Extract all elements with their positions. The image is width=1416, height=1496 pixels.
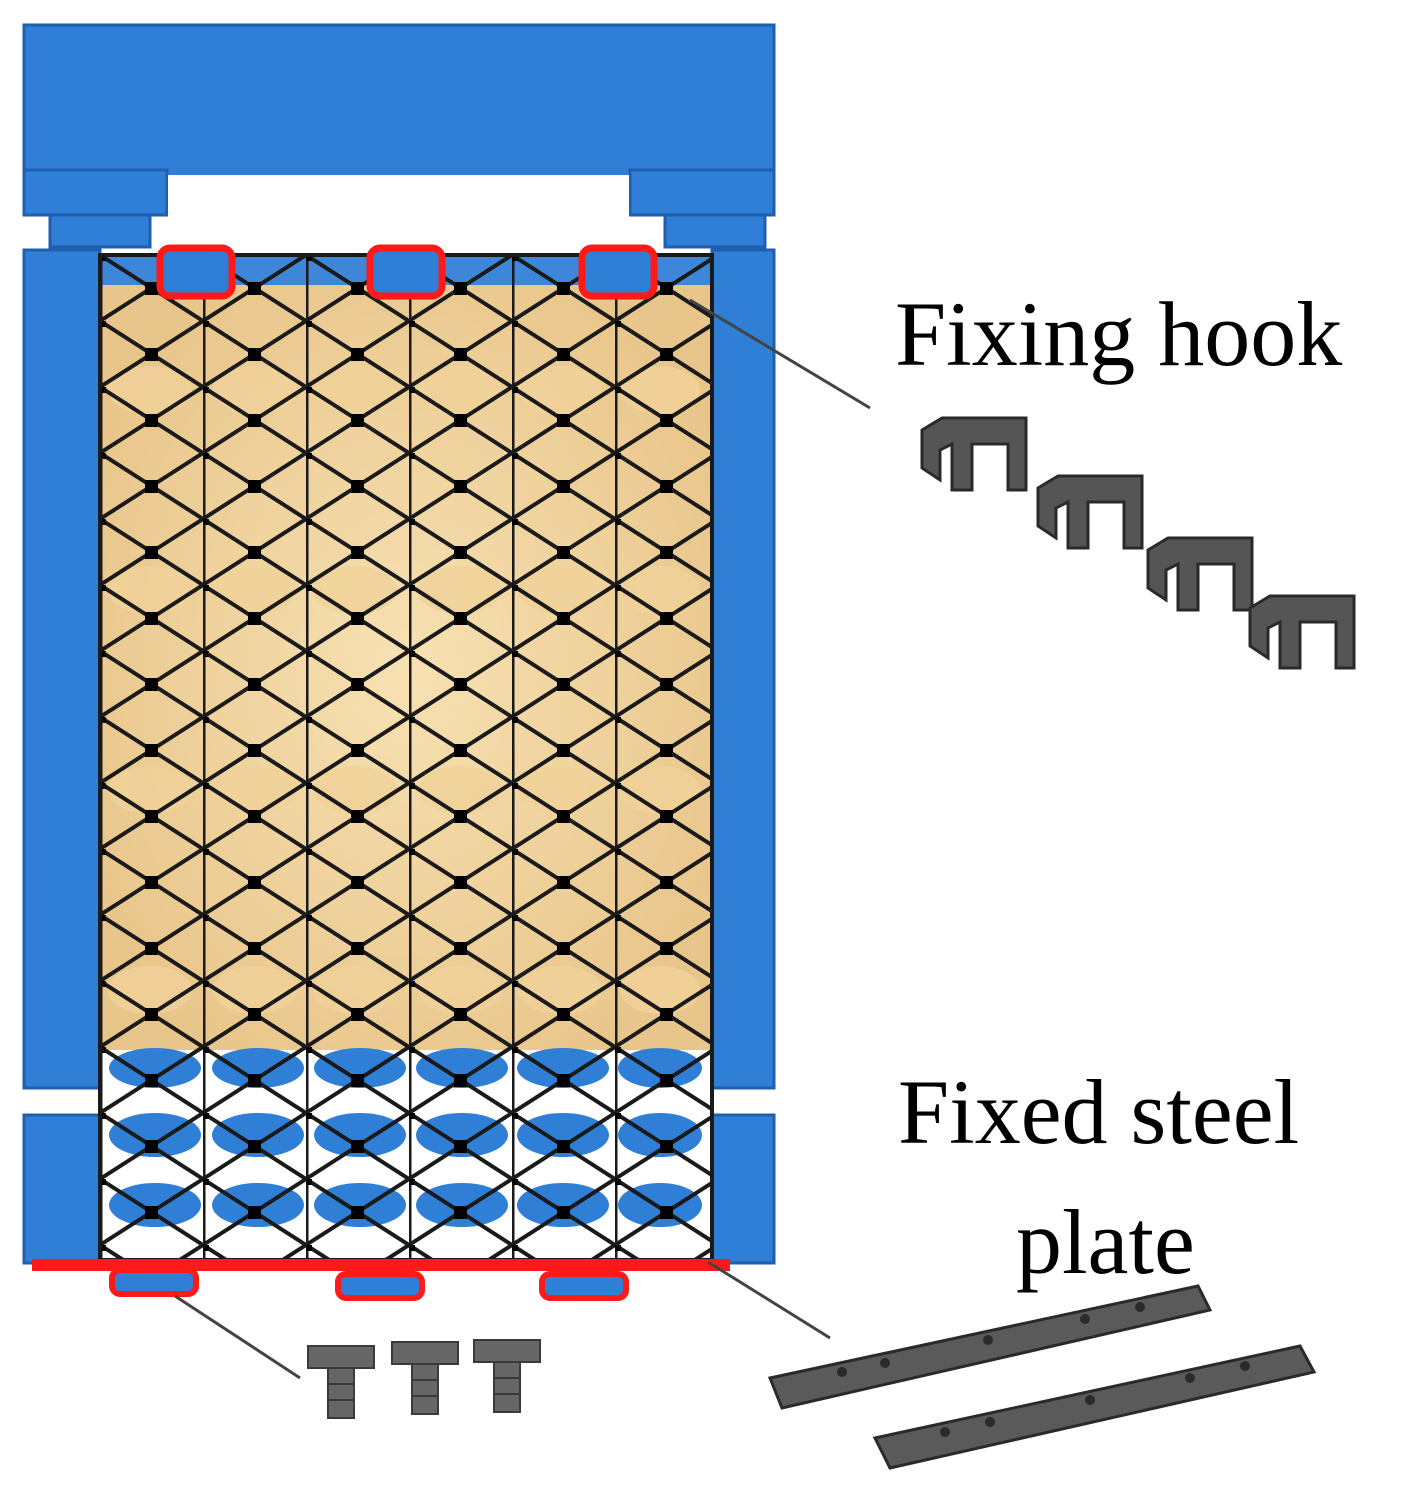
top-hook-highlights <box>156 244 658 300</box>
bolt-icon <box>391 1341 459 1415</box>
bolt-icon <box>473 1339 541 1413</box>
fixed-steel-plate-label-line2: plate <box>1016 1191 1195 1293</box>
gabion-mesh <box>100 255 712 1260</box>
bolt-icon <box>307 1345 375 1419</box>
plate-leader-line <box>707 1260 831 1340</box>
fixed-steel-plate-label-line1: Fixed steel <box>898 1061 1300 1163</box>
plate-icon-group <box>767 1284 1317 1470</box>
hook-icon <box>920 416 1028 492</box>
hook-icon <box>1248 594 1356 670</box>
bolt-leader-line <box>174 1294 301 1380</box>
hook-icon <box>1146 536 1254 612</box>
bolt-icon-group <box>307 1339 541 1419</box>
plate-icon <box>767 1284 1213 1410</box>
loading-frame-top <box>22 23 776 249</box>
gabion-specimen <box>98 253 714 1262</box>
hook-leader-line <box>689 298 871 410</box>
fixing-hook-label: Fixing hook <box>895 283 1343 385</box>
hook-icon-group <box>920 416 1356 670</box>
hook-icon <box>1036 474 1144 550</box>
plate-icon <box>872 1344 1317 1470</box>
bottom-plate-highlight <box>32 1259 730 1301</box>
loading-frame-columns <box>22 248 776 1265</box>
leader-lines <box>174 298 871 1380</box>
